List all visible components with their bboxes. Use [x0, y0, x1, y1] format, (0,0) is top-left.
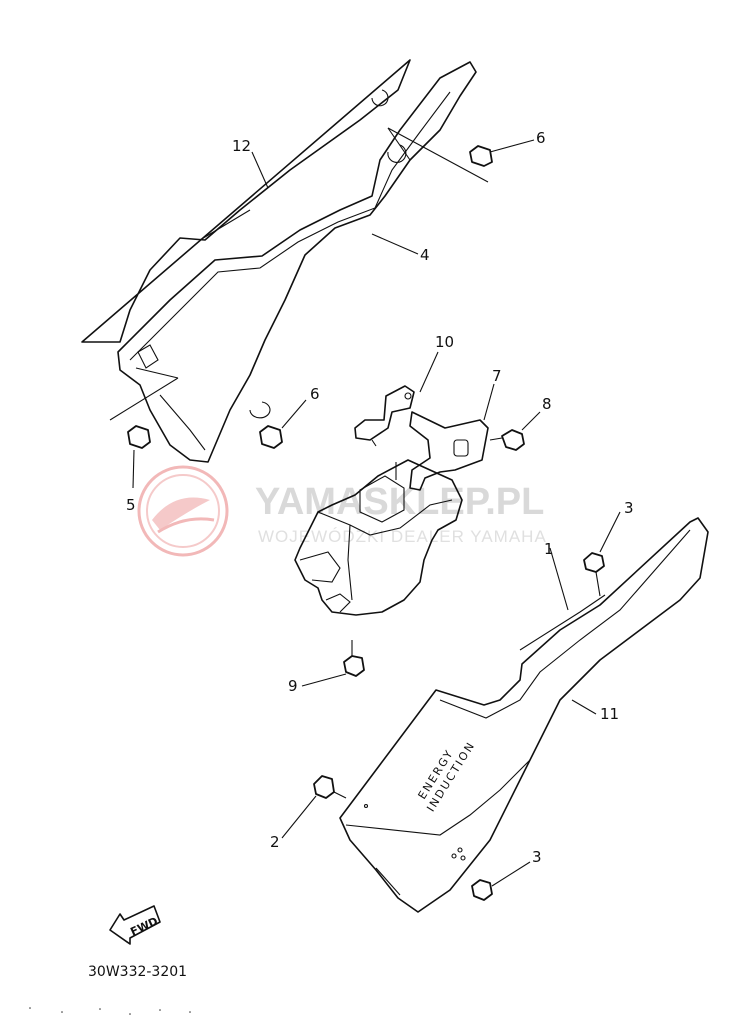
decal: ENERGY INDUCTION — [416, 739, 478, 814]
label-4: 4 — [420, 246, 430, 264]
label-8: 8 — [542, 395, 552, 413]
callouts: 12 6 4 6 5 10 7 8 3 1 11 9 2 3 — [126, 129, 634, 866]
diagram-code: 30W332-3201 — [88, 964, 187, 980]
part-11-side-cover-lower: ENERGY INDUCTION — [339, 517, 709, 913]
phantom-lines — [109, 127, 489, 421]
fwd-label: FWD — [128, 915, 160, 939]
part-5-grommet — [127, 425, 151, 449]
part-3-grommet-bottom — [471, 879, 493, 901]
label-12: 12 — [232, 137, 251, 155]
part-1-cover-edge — [519, 594, 606, 651]
label-10: 10 — [435, 333, 454, 351]
part-12-side-cover-upper — [81, 59, 411, 343]
battery-box — [294, 459, 463, 616]
label-3-bottom: 3 — [532, 848, 542, 866]
watermark-logo — [137, 465, 229, 557]
part-4-side-cover — [117, 61, 477, 463]
watermark-brand: YAMASKLEP.PL — [255, 481, 544, 523]
fwd-arrow: FWD — [109, 905, 161, 945]
label-2: 2 — [270, 833, 280, 851]
part-3-grommet-top — [583, 552, 605, 597]
part-10-bracket — [354, 385, 415, 447]
part-8-bolt — [489, 429, 525, 451]
label-6-top: 6 — [536, 129, 546, 147]
part-6-grommet-mid — [259, 425, 283, 449]
label-11: 11 — [600, 705, 619, 723]
part-7-bracket-plate — [409, 411, 489, 491]
label-5: 5 — [126, 496, 136, 514]
watermark-tagline: WOJEWÓDZKI DEALER YAMAHA — [258, 527, 547, 546]
part-2-grommet — [313, 775, 347, 799]
part-6-grommet-top — [469, 145, 493, 167]
leader-lines — [132, 139, 621, 887]
label-1: 1 — [544, 540, 554, 558]
part-9-grommet — [343, 640, 365, 677]
scan-dots — [29, 1007, 191, 1015]
label-6-mid: 6 — [310, 385, 320, 403]
label-7: 7 — [492, 367, 502, 385]
label-3-top: 3 — [624, 499, 634, 517]
watermark: YAMASKLEP.PL WOJEWÓDZKI DEALER YAMAHA — [137, 465, 547, 557]
label-9: 9 — [288, 677, 298, 695]
